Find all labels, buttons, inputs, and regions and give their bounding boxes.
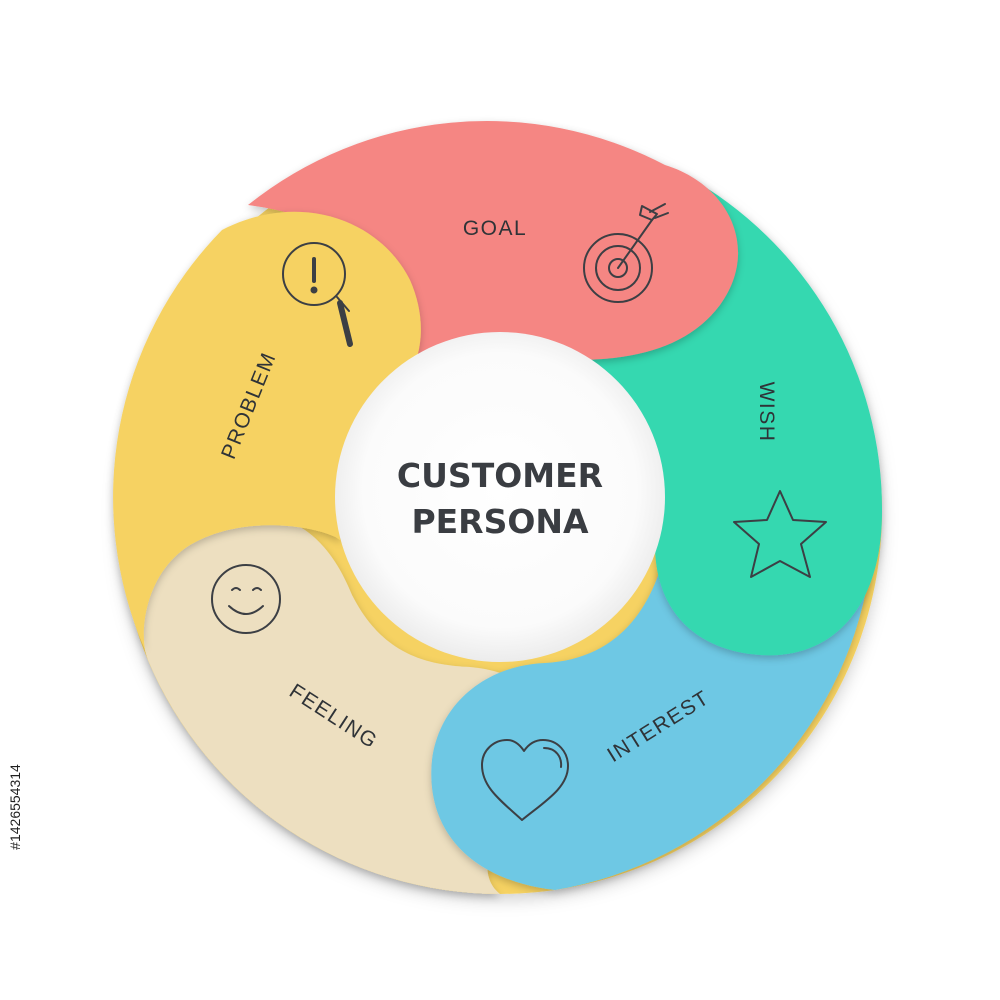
segment-feeling [141,514,530,894]
smile-face-icon [211,564,281,634]
stock-id-watermark: #1426554314 [2,752,28,862]
label-wish: WISH [755,382,778,443]
segment-goal [248,120,739,365]
center-title-line1: CUSTOMER [397,456,603,495]
stock-id-text: #1426554314 [7,764,23,850]
label-goal: GOAL [463,217,527,240]
star-icon [733,490,827,578]
center-hole [335,332,665,662]
search-alert-icon [282,242,353,347]
center-title-line2: PERSONA [411,502,589,541]
target-arrow-icon [583,203,669,303]
heart-icon [481,739,569,821]
